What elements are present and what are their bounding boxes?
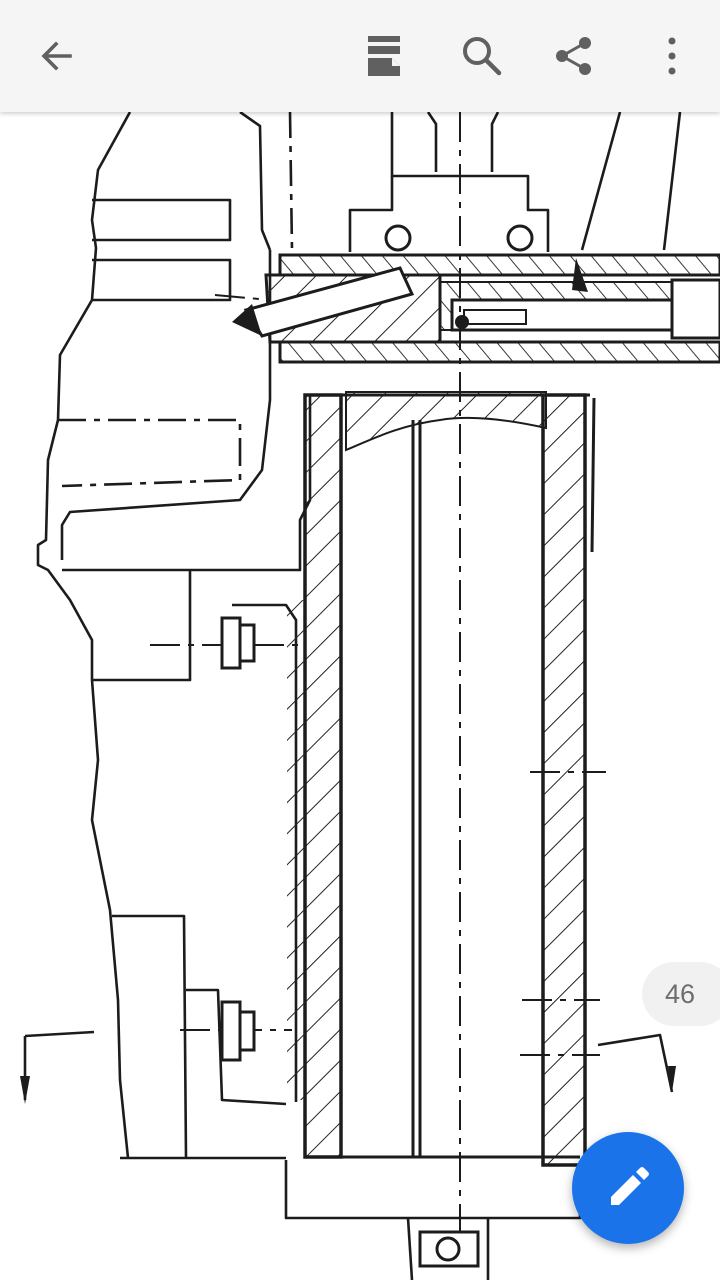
reflow-view-button[interactable] (354, 26, 414, 86)
back-button[interactable] (26, 26, 86, 86)
search-button[interactable] (452, 26, 512, 86)
app-toolbar (0, 0, 720, 112)
more-vert-icon (668, 37, 676, 75)
edit-pencil-icon (611, 1167, 649, 1205)
document-viewer[interactable] (0, 112, 720, 1280)
page-number-label: 46 (665, 978, 696, 1009)
arrow-back-icon (41, 41, 72, 71)
page-number-badge: 46 (642, 962, 720, 1026)
edit-fab-button[interactable] (572, 1132, 684, 1244)
share-button[interactable] (544, 26, 604, 86)
search-icon (463, 37, 502, 76)
reflow-view-icon (368, 36, 400, 76)
more-options-button[interactable] (642, 26, 702, 86)
share-icon (556, 37, 591, 75)
engineering-drawing (20, 112, 720, 1280)
